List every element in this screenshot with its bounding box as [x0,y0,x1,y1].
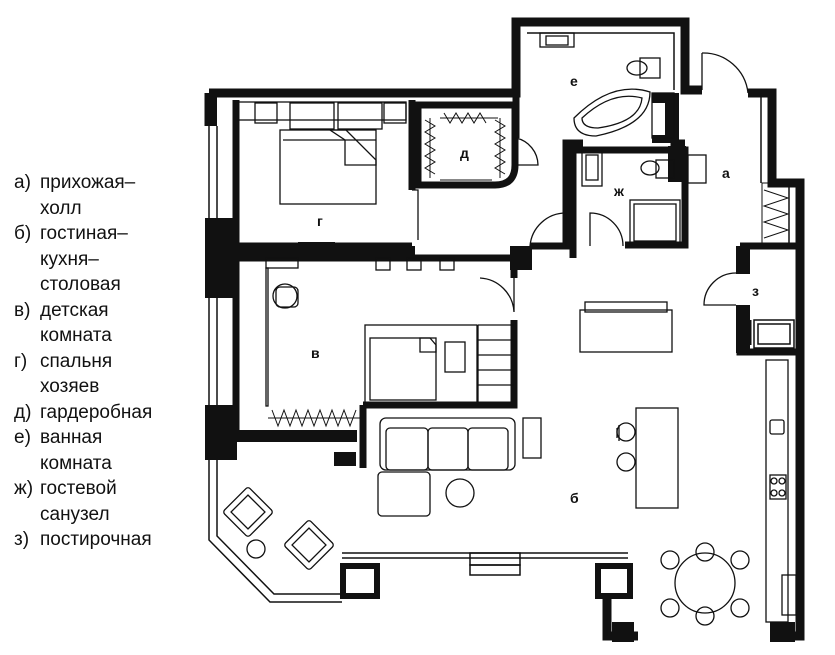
legend-item-v: в) детская комната [14,298,204,349]
room-label-v: в [311,345,320,361]
legend-item-zh: ж) гостевой санузел [14,476,204,527]
room-label-a: а [722,165,730,181]
child-room-furniture [265,257,514,407]
legend-text: постирочная [40,529,152,550]
legend-key: ж) [14,478,34,499]
legend-item-a: а) прихожая– холл [14,170,204,221]
legend-text: спальня хозяев [40,350,113,398]
legend-key: г) [14,350,28,372]
room-label-e: е [570,73,578,89]
room-label-z: з [752,283,759,299]
bathroom-fixtures [539,32,707,246]
legend-key: д) [14,401,32,423]
legend-text: детская комната [40,299,112,347]
legend-item-d: д) гардеробная [14,400,204,426]
room-labels: а б в г д е ж з [311,73,759,506]
legend-item-b: б) гостиная– кухня– столовая [14,221,204,298]
legend-key: з) [14,529,30,550]
hall-wardrobe [761,182,790,244]
balcony-window [469,552,521,576]
legend-text: ванная комната [40,427,112,474]
room-label-zh: ж [613,183,625,199]
living-furniture [223,301,797,626]
room-label-g: г [317,213,323,229]
room-label-d: д [460,145,469,161]
pillar-insets [346,569,627,593]
legend-key: в) [14,299,31,321]
exterior-walls [204,17,805,641]
doors [412,52,749,313]
wall-bits [232,93,750,466]
legend-item-z: з) постирочная [14,527,204,553]
bedroom-furniture [237,101,407,205]
legend-key: е) [14,427,31,448]
laundry [753,319,795,349]
legend-key: а) [14,172,31,193]
legend-text: гардеробная [40,401,153,423]
legend: а) прихожая– холл б) гостиная– кухня– стол… [14,170,204,553]
legend-text: гостевой санузел [40,478,117,525]
legend-item-g: г) спальня хозяев [14,349,204,400]
room-label-b: б [570,490,579,506]
legend-text: прихожая– холл [40,172,136,219]
child-wardrobe [268,408,360,428]
legend-text: гостиная– кухня– столовая [40,223,128,295]
legend-key: б) [14,223,32,244]
wardrobe-hangers [424,112,506,181]
legend-item-e: е) ванная комната [14,425,204,476]
